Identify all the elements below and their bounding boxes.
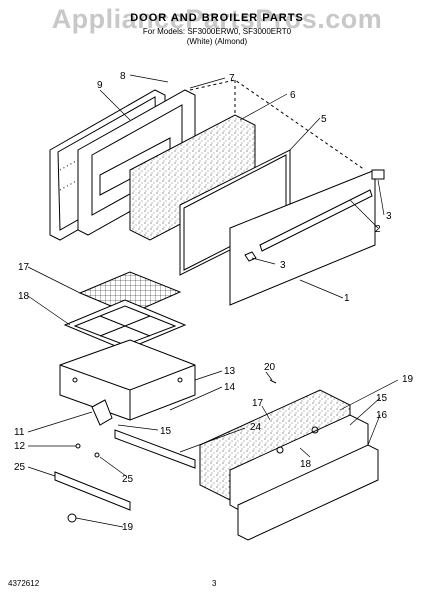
callout-25a: 24	[250, 422, 262, 433]
callout-14: 14	[224, 382, 236, 393]
callout-9: 9	[97, 80, 103, 91]
callout-17: 15	[376, 393, 388, 404]
broiler-drawer	[59, 339, 196, 421]
callout-20: 19	[122, 522, 134, 533]
callout-13: 13	[224, 366, 236, 377]
callout-5: 5	[321, 114, 327, 125]
leveling-leg	[67, 513, 77, 523]
callout-3a: 3	[386, 211, 392, 222]
callout-25b: 25	[14, 462, 26, 473]
callout-24: 20	[264, 362, 276, 373]
callout-6: 6	[290, 90, 296, 101]
callout-21: 17	[18, 262, 30, 273]
model-numbers: For Models: SF3000ERW0, SF3000ERT0	[142, 27, 292, 36]
callout-7: 7	[229, 73, 235, 84]
callout-22: 18	[18, 291, 30, 302]
part-number: 4372612	[8, 579, 40, 588]
model-colors: (White) (Almond)	[186, 37, 248, 46]
callout-16: 17	[252, 398, 264, 409]
diagram-title: DOOR AND BROILER PARTS	[130, 12, 304, 24]
callout-2: 2	[375, 224, 381, 235]
slide-bracket	[91, 399, 113, 426]
watermark: AppliancePartsPros.com	[51, 4, 383, 34]
callout-26: 25	[122, 474, 134, 485]
drawer-rail-lower	[54, 471, 131, 511]
door-handle	[259, 189, 373, 252]
page-number: 3	[212, 579, 217, 588]
callout-3b: 3	[280, 260, 286, 271]
callout-8: 8	[120, 71, 126, 82]
callout-18: 16	[376, 410, 388, 421]
broiler-pan	[63, 299, 187, 351]
callout-12: 12	[14, 441, 26, 452]
callout-23: 19	[402, 374, 414, 385]
callout-1: 1	[344, 293, 350, 304]
callout-19: 18	[300, 459, 312, 470]
callout-15: 15	[160, 426, 172, 437]
callout-11: 11	[14, 427, 25, 438]
outer-door	[229, 169, 376, 306]
drawer-rail	[114, 429, 196, 469]
